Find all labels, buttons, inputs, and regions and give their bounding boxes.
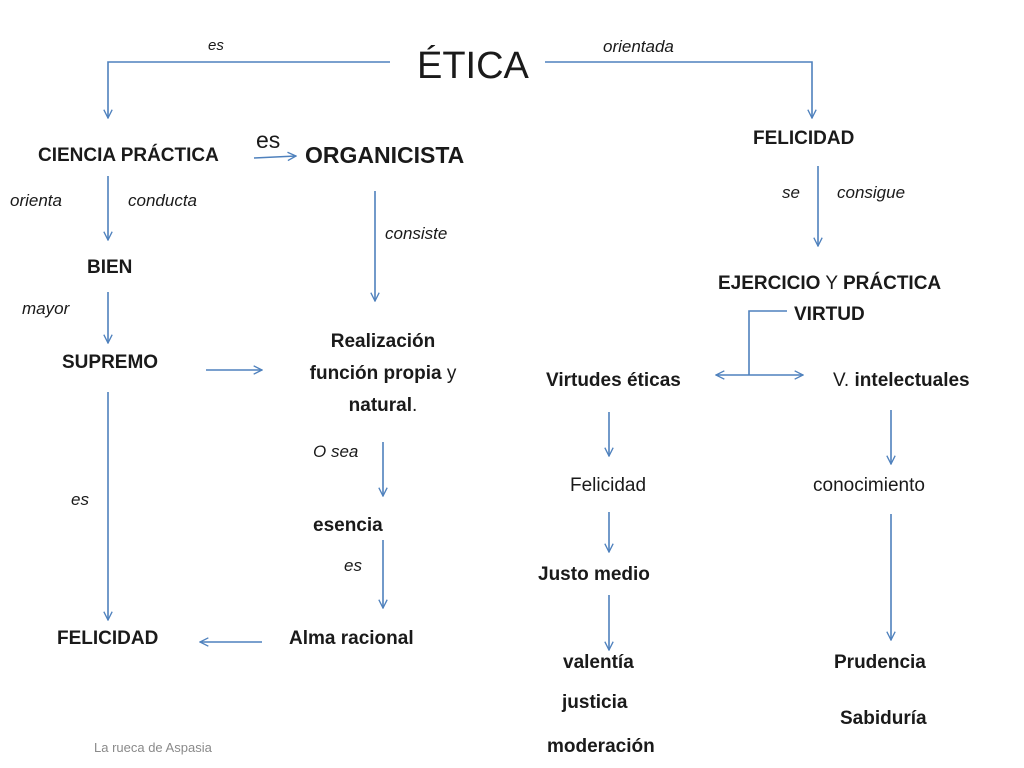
arrow-etica-to-ciencia [108,61,390,118]
node-virtud: VIRTUD [794,304,865,325]
node-esencia: esencia [313,515,383,536]
node-ejercicio-part-1: EJERCICIO [718,273,821,294]
node-justicia: justicia [562,692,628,713]
node-virtudes-eticas: Virtudes éticas [546,370,681,391]
node-v-intelectuales-part-2: intelectuales [854,370,970,391]
node-realizacion-part-5: . [412,395,418,416]
edge-label-consiste: consiste [385,224,448,243]
edge-label-se: se [782,183,800,202]
edge-label-es-top: es [208,37,224,54]
node-felicidad-right: Felicidad [570,475,647,496]
edge-label-o-sea: O sea [313,442,359,461]
node-felicidad-top: FELICIDAD [753,128,855,149]
edge-label-consigue: consigue [837,183,906,202]
edge-label-conducta: conducta [128,191,197,210]
arrow-ciencia-to-organicista [253,156,296,158]
node-v-intelectuales-part-1: V. [833,370,850,391]
node-realizacion-part-4: natural [348,395,413,416]
node-ejercicio-part-3: PRÁCTICA [842,273,942,294]
arrow-etica-to-felicidad [545,61,812,118]
edge-label-es-left: es [71,490,89,509]
node-felicidad-bottom: FELICIDAD [57,628,159,649]
edge-label-es-esencia: es [344,556,362,575]
node-ejercicio-practica: EJERCICIO Y PRÁCTICA [718,273,941,296]
footer-credit: La rueca de Aspasia [94,740,212,755]
edge-label-mayor: mayor [22,299,70,318]
edge-label-es-mid: es [256,127,281,153]
node-moderacion: moderación [547,736,655,757]
diagram-title: ÉTICA [417,45,529,87]
node-alma-racional: Alma racional [289,628,414,649]
node-ejercicio-part-2: Y [825,273,838,294]
node-justo-medio: Justo medio [538,564,650,585]
node-realizacion: Realización función propia y natural. [286,326,480,422]
node-valentia: valentía [563,652,634,673]
node-ciencia-practica: CIENCIA PRÁCTICA [38,145,219,166]
edge-label-orientada: orientada [603,37,674,56]
node-sabiduria: Sabiduría [840,708,927,729]
node-realizacion-part-2: función propia [309,363,442,384]
bracket-virtud [748,310,787,375]
node-supremo: SUPREMO [62,352,159,373]
node-v-intelectuales: V. intelectuales [833,370,970,393]
edge-label-orienta: orienta [10,191,62,210]
node-realizacion-part-3: y [446,363,457,384]
node-prudencia: Prudencia [834,652,926,673]
node-conocimiento: conocimiento [813,475,925,496]
node-realizacion-part-1: Realización [330,331,436,352]
node-bien: BIEN [87,257,133,278]
node-organicista: ORGANICISTA [305,142,465,168]
